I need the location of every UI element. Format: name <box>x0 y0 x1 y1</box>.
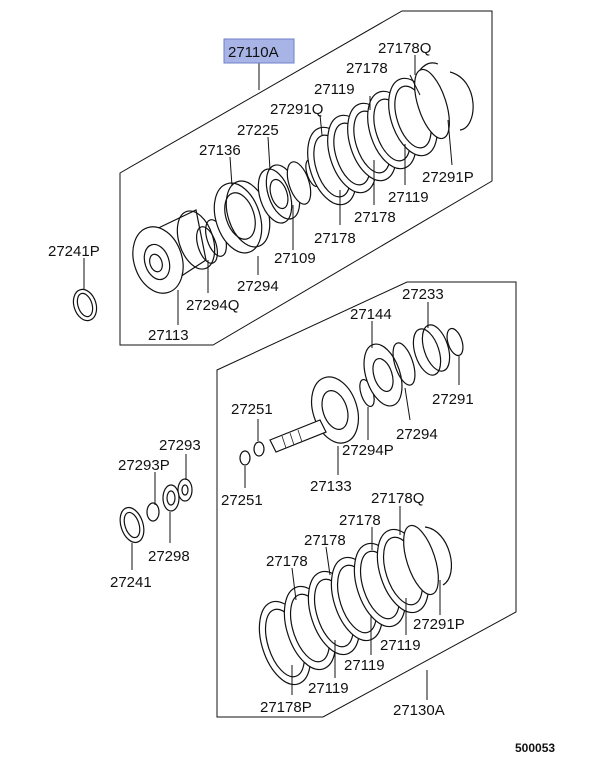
retainer-27109 <box>286 161 312 205</box>
label-27293P[interactable]: 27293P <box>118 457 170 474</box>
label-27291P-bot[interactable]: 27291P <box>413 616 465 633</box>
snapring-27241 <box>119 506 145 544</box>
upper-clutch-pack <box>307 62 450 206</box>
label-27119-b1[interactable]: 27119 <box>380 637 421 654</box>
label-27133[interactable]: 27133 <box>310 478 352 495</box>
seal-27294Q <box>196 226 218 264</box>
label-27294[interactable]: 27294 <box>237 278 279 295</box>
upper-assembly-outline <box>119 10 493 346</box>
label-27251-bot[interactable]: 27251 <box>221 492 263 509</box>
piston-27144 <box>363 343 403 407</box>
label-27178-b3[interactable]: 27178 <box>266 553 308 570</box>
spring-27233 <box>412 324 451 376</box>
bearing-27293 <box>177 478 193 502</box>
label-27178-b1[interactable]: 27178 <box>339 512 381 529</box>
diagram-code: 500053 <box>515 741 555 755</box>
label-27109[interactable]: 27109 <box>274 250 316 267</box>
label-27298[interactable]: 27298 <box>148 548 190 565</box>
snapring-27241P <box>72 288 98 322</box>
washer-27251-bot <box>239 450 251 466</box>
washer-27251-top <box>253 441 265 457</box>
label-27294-mid[interactable]: 27294 <box>396 426 438 443</box>
label-27113[interactable]: 27113 <box>148 327 189 344</box>
label-27241P[interactable]: 27241P <box>48 243 100 260</box>
label-27119-b3[interactable]: 27119 <box>308 680 349 697</box>
label-27144[interactable]: 27144 <box>350 306 392 323</box>
label-27119-top2[interactable]: 27119 <box>388 189 429 206</box>
label-27291P-top[interactable]: 27291P <box>422 169 474 186</box>
label-27136[interactable]: 27136 <box>199 142 241 159</box>
label-27130A[interactable]: 27130A <box>393 702 445 719</box>
label-27178-top3[interactable]: 27178 <box>314 230 356 247</box>
label-27110A[interactable]: 27110A <box>228 44 279 61</box>
snapring-27291P-bot <box>424 526 452 586</box>
label-27178Q-top[interactable]: 27178Q <box>378 40 431 57</box>
seal-27294-mid <box>392 342 416 386</box>
label-27291Q[interactable]: 27291Q <box>270 101 323 118</box>
label-27178-top1[interactable]: 27178 <box>346 60 388 77</box>
spring-27225 <box>257 164 301 224</box>
snapring-27291 <box>446 327 464 357</box>
label-27178-top2[interactable]: 27178 <box>354 209 396 226</box>
label-27293[interactable]: 27293 <box>159 437 201 454</box>
drum-27113 <box>132 209 216 294</box>
washer-27293P <box>146 502 160 522</box>
label-27178-b2[interactable]: 27178 <box>304 532 346 549</box>
label-27119-b2[interactable]: 27119 <box>344 657 385 674</box>
label-27119-top1[interactable]: 27119 <box>314 81 355 98</box>
snapring-27291P-top <box>449 71 474 131</box>
label-27178P[interactable]: 27178P <box>260 699 312 716</box>
label-27225[interactable]: 27225 <box>237 122 279 139</box>
label-27241[interactable]: 27241 <box>110 574 152 591</box>
lower-clutch-pack <box>258 524 439 686</box>
lower-assembly-outline <box>216 281 517 718</box>
selected-part-highlight <box>223 38 295 64</box>
label-27233[interactable]: 27233 <box>402 286 444 303</box>
label-27294Q[interactable]: 27294Q <box>186 297 239 314</box>
washer-27298 <box>162 484 180 512</box>
hub-27133 <box>269 376 360 453</box>
label-27291[interactable]: 27291 <box>432 391 474 408</box>
label-27178Q-bot[interactable]: 27178Q <box>371 490 424 507</box>
label-27251-top[interactable]: 27251 <box>231 401 273 418</box>
part-labels: 27110A 27178Q 27178 27119 27291Q 27225 2… <box>48 40 474 719</box>
label-27294P[interactable]: 27294P <box>342 442 394 459</box>
leader-lines <box>83 55 460 700</box>
